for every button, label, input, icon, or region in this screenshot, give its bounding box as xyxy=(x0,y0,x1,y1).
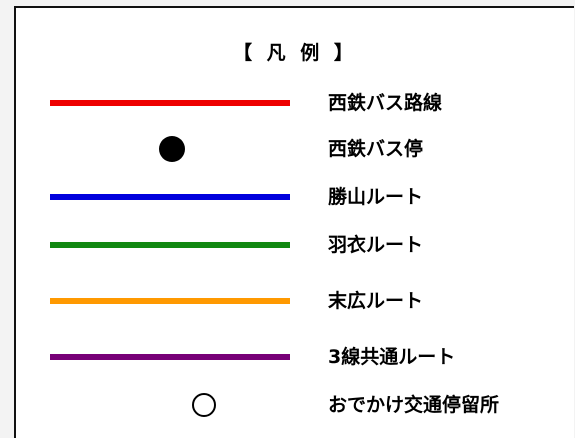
legend-label: 西鉄バス停 xyxy=(328,138,424,160)
legend-item-common-route: 3線共通ルート xyxy=(16,342,574,372)
map-legend: 【 凡 例 】 西鉄バス路線 西鉄バス停 勝山ルート 羽衣ルート 末広ルート xyxy=(14,6,574,438)
legend-title: 【 凡 例 】 xyxy=(233,42,357,64)
blue-route-line xyxy=(50,194,290,200)
legend-item-odekake-stop: おでかけ交通停留所 xyxy=(16,390,574,420)
legend-item-nishitetsu-stop: 西鉄バス停 xyxy=(16,134,574,164)
orange-route-line xyxy=(50,298,290,304)
open-circle-icon xyxy=(192,393,216,417)
legend-label: 勝山ルート xyxy=(328,186,424,208)
legend-item-katsuyama-route: 勝山ルート xyxy=(16,182,574,212)
legend-label: 末広ルート xyxy=(328,290,424,312)
red-route-line xyxy=(50,100,290,106)
legend-label: おでかけ交通停留所 xyxy=(328,394,500,416)
purple-route-line xyxy=(50,354,290,360)
legend-item-suehiro-route: 末広ルート xyxy=(16,286,574,316)
legend-label: 羽衣ルート xyxy=(328,234,424,256)
green-route-line xyxy=(50,242,290,248)
legend-label: 3線共通ルート xyxy=(328,346,456,368)
legend-item-nishitetsu-route: 西鉄バス路線 xyxy=(16,88,574,118)
filled-circle-icon xyxy=(159,136,185,162)
legend-item-hagoromo-route: 羽衣ルート xyxy=(16,230,574,260)
legend-label: 西鉄バス路線 xyxy=(328,92,443,114)
